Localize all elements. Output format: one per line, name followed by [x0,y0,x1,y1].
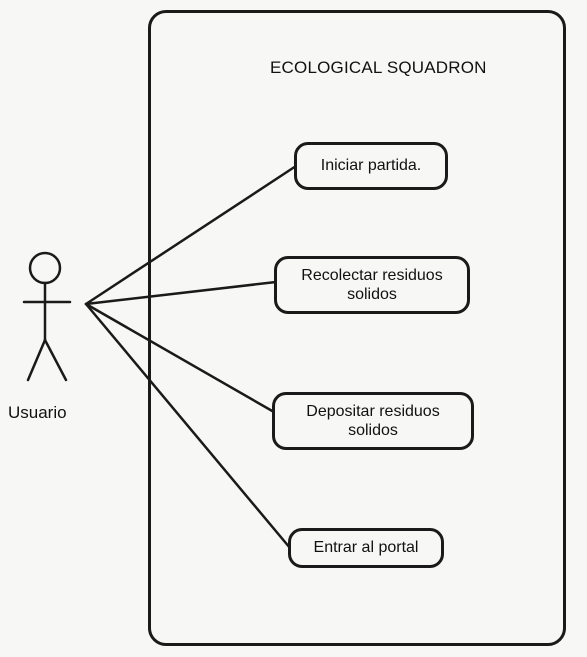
system-boundary [148,10,566,646]
association-line-3 [84,302,276,414]
use-case-label: Iniciar partida. [320,157,422,175]
use-case-label: Recolectar residuos solidos [301,266,443,303]
actor-left-leg [26,338,47,382]
actor-label: Usuario [8,403,67,422]
system-title: ECOLOGICAL SQUADRON [270,58,487,77]
use-case-recolectar-residuos: Recolectar residuos solidos [274,256,470,314]
association-line-2 [84,280,278,306]
use-case-label: Entrar al portal [313,539,419,557]
actor-figure-icon [22,251,72,382]
actor-head [28,251,62,285]
association-line-4 [84,302,292,550]
association-line-1 [84,164,298,306]
use-case-entrar-portal: Entrar al portal [288,528,444,568]
use-case-iniciar-partida: Iniciar partida. [294,142,448,190]
use-case-label: Depositar residuos solidos [306,402,440,439]
actor-right-leg [43,338,68,382]
use-case-depositar-residuos: Depositar residuos solidos [272,392,474,450]
